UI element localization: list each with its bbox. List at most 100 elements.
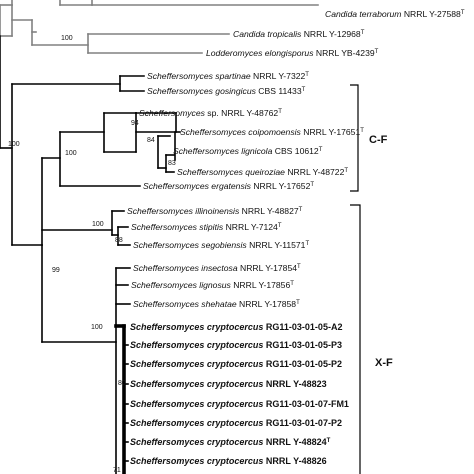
leaf-label: Scheffersomyces cryptocercus NRRL Y-4882… bbox=[130, 379, 327, 389]
type-marker: T bbox=[361, 30, 365, 36]
strain-id: RG11-03-01-05-A2 bbox=[263, 322, 342, 332]
support-value: 99 bbox=[52, 267, 60, 274]
strain-id: NRRL Y-48823 bbox=[263, 379, 326, 389]
strain-id: NRRL Y-7322 bbox=[251, 71, 306, 81]
strain-id: CBS 10612 bbox=[272, 146, 319, 156]
species-name: Scheffersomyces coipomoensis bbox=[180, 127, 302, 137]
support-value: 100 bbox=[92, 221, 104, 228]
strain-id: NRRL YB-4239 bbox=[314, 48, 375, 58]
strain-id: NRRL Y-17854 bbox=[238, 263, 298, 273]
type-marker: T bbox=[319, 147, 323, 153]
type-marker: T bbox=[299, 207, 303, 213]
species-name: Scheffersomyces bbox=[139, 108, 206, 118]
species-name: Scheffersomyces cryptocercus bbox=[130, 456, 263, 466]
strain-id: RG11-03-01-07-FM1 bbox=[263, 399, 349, 409]
species-name: Candida terraborum bbox=[325, 9, 401, 19]
leaf-label: Scheffersomyces segobiensis NRRL Y-11571… bbox=[133, 240, 309, 250]
type-marker: T bbox=[310, 182, 314, 188]
type-marker: T bbox=[297, 264, 301, 270]
strain-id: NRRL Y-12968 bbox=[301, 29, 361, 39]
strain-id: NRRL Y-17858 bbox=[237, 299, 297, 309]
type-marker: T bbox=[375, 49, 379, 55]
species-name: Scheffersomyces queiroziae bbox=[177, 167, 285, 177]
species-name: Scheffersomyces spartinae bbox=[147, 71, 251, 81]
leaf-label: Scheffersomyces lignicola CBS 10612T bbox=[173, 146, 323, 156]
support-value: 83 bbox=[168, 160, 176, 167]
support-value: 71 bbox=[113, 467, 121, 474]
leaf-label: Lodderomyces elongisporus NRRL YB-4239T bbox=[206, 48, 379, 58]
leaf-label: Scheffersomyces illinoinensis NRRL Y-488… bbox=[127, 206, 303, 216]
species-name: Scheffersomyces ergatensis bbox=[143, 181, 252, 191]
type-marker: T bbox=[360, 128, 364, 134]
strain-id: NRRL Y-11571 bbox=[247, 240, 306, 250]
species-name: Scheffersomyces insectosa bbox=[133, 263, 238, 273]
species-name: Scheffersomyces cryptocercus bbox=[130, 379, 263, 389]
species-name: Scheffersomyces lignosus bbox=[131, 280, 232, 290]
type-marker: T bbox=[305, 241, 309, 247]
leaf-label: Scheffersomyces spartinae NRRL Y-7322T bbox=[147, 71, 309, 81]
support-value: 88 bbox=[115, 237, 123, 244]
support-value: 100 bbox=[91, 324, 103, 331]
leaf-label: Scheffersomyces sp. NRRL Y-48762T bbox=[139, 108, 282, 118]
type-marker: T bbox=[296, 300, 300, 306]
support-value: 80 bbox=[118, 380, 126, 387]
strain-id: NRRL Y-17651 bbox=[301, 127, 361, 137]
leaf-label: Scheffersomyces cryptocercus RG11-03-01-… bbox=[130, 322, 342, 332]
leaf-label: Scheffersomyces cryptocercus RG11-03-01-… bbox=[130, 340, 342, 350]
leaf-label: Scheffersomyces stipitis NRRL Y-7124T bbox=[131, 222, 282, 232]
strain-id: NRRL Y-17856 bbox=[231, 280, 291, 290]
leaf-label: Scheffersomyces shehatae NRRL Y-17858T bbox=[133, 299, 300, 309]
leaf-label: Scheffersomyces ergatensis NRRL Y-17652T bbox=[143, 181, 314, 191]
type-marker: T bbox=[344, 168, 348, 174]
strain-id: NRRL Y-48827 bbox=[239, 206, 299, 216]
leaf-label: Scheffersomyces cryptocercus RG11-03-01-… bbox=[130, 418, 342, 428]
clade-bracket-cf-path bbox=[350, 84, 359, 192]
support-value: 84 bbox=[147, 137, 155, 144]
species-name: Scheffersomyces cryptocercus bbox=[130, 418, 263, 428]
species-name: Scheffersomyces segobiensis bbox=[133, 240, 247, 250]
leaf-label: Candida terraborum NRRL Y-27588T bbox=[325, 9, 465, 19]
leaf-label: Scheffersomyces cryptocercus NRRL Y-4882… bbox=[130, 437, 331, 447]
support-value: 100 bbox=[8, 141, 20, 148]
type-marker: T bbox=[327, 438, 331, 444]
strain-id: sp. NRRL Y-48762 bbox=[205, 108, 278, 118]
strain-id: NRRL Y-27588 bbox=[401, 9, 461, 19]
leaf-label: Scheffersomyces cryptocercus RG11-03-01-… bbox=[130, 359, 342, 369]
leaf-label: Scheffersomyces gosingicus CBS 11433T bbox=[147, 86, 306, 96]
strain-id: NRRL Y-48722 bbox=[285, 167, 345, 177]
leaf-label: Scheffersomyces coipomoensis NRRL Y-1765… bbox=[180, 127, 364, 137]
support-value: 94 bbox=[131, 120, 139, 127]
species-name: Scheffersomyces cryptocercus bbox=[130, 322, 263, 332]
clade-label-xf: X-F bbox=[375, 357, 393, 369]
type-marker: T bbox=[302, 87, 306, 93]
leaf-label: Candida tropicalis NRRL Y-12968T bbox=[233, 29, 365, 39]
tree-branches bbox=[0, 0, 319, 474]
species-name: Scheffersomyces shehatae bbox=[133, 299, 237, 309]
strain-id: CBS 11433 bbox=[256, 86, 302, 96]
support-value: 100 bbox=[65, 150, 77, 157]
clade-bracket-xf bbox=[350, 204, 361, 474]
clade-label-cf: C-F bbox=[369, 134, 388, 146]
type-marker: T bbox=[278, 109, 282, 115]
clade-bracket-cf bbox=[350, 84, 359, 192]
species-name: Scheffersomyces cryptocercus bbox=[130, 399, 263, 409]
leaf-label: Scheffersomyces queiroziae NRRL Y-48722T bbox=[177, 167, 348, 177]
species-name: Scheffersomyces cryptocercus bbox=[130, 359, 263, 369]
support-value: 100 bbox=[61, 35, 73, 42]
support-values: 100 100 94 84 83 100 100 88 99 100 80 71 bbox=[8, 35, 176, 474]
strain-id: NRRL Y-48826 bbox=[263, 456, 326, 466]
species-name: Candida tropicalis bbox=[233, 29, 302, 39]
strain-id: NRRL Y-17652 bbox=[251, 181, 311, 191]
species-name: Scheffersomyces lignicola bbox=[173, 146, 273, 156]
strain-id: RG11-03-01-05-P2 bbox=[263, 359, 342, 369]
strain-id: NRRL Y-7124 bbox=[223, 222, 278, 232]
leaf-label: Scheffersomyces cryptocercus NRRL Y-4882… bbox=[130, 456, 327, 466]
species-name: Scheffersomyces cryptocercus bbox=[130, 340, 263, 350]
type-marker: T bbox=[305, 72, 309, 78]
clade-bracket-xf-path bbox=[350, 204, 361, 474]
species-name: Scheffersomyces gosingicus bbox=[147, 86, 257, 96]
leaf-labels: Candida terraborum NRRL Y-27588T Candida… bbox=[127, 9, 465, 466]
strain-id: RG11-03-01-05-P3 bbox=[263, 340, 342, 350]
leaf-label: Scheffersomyces cryptocercus RG11-03-01-… bbox=[130, 399, 349, 409]
